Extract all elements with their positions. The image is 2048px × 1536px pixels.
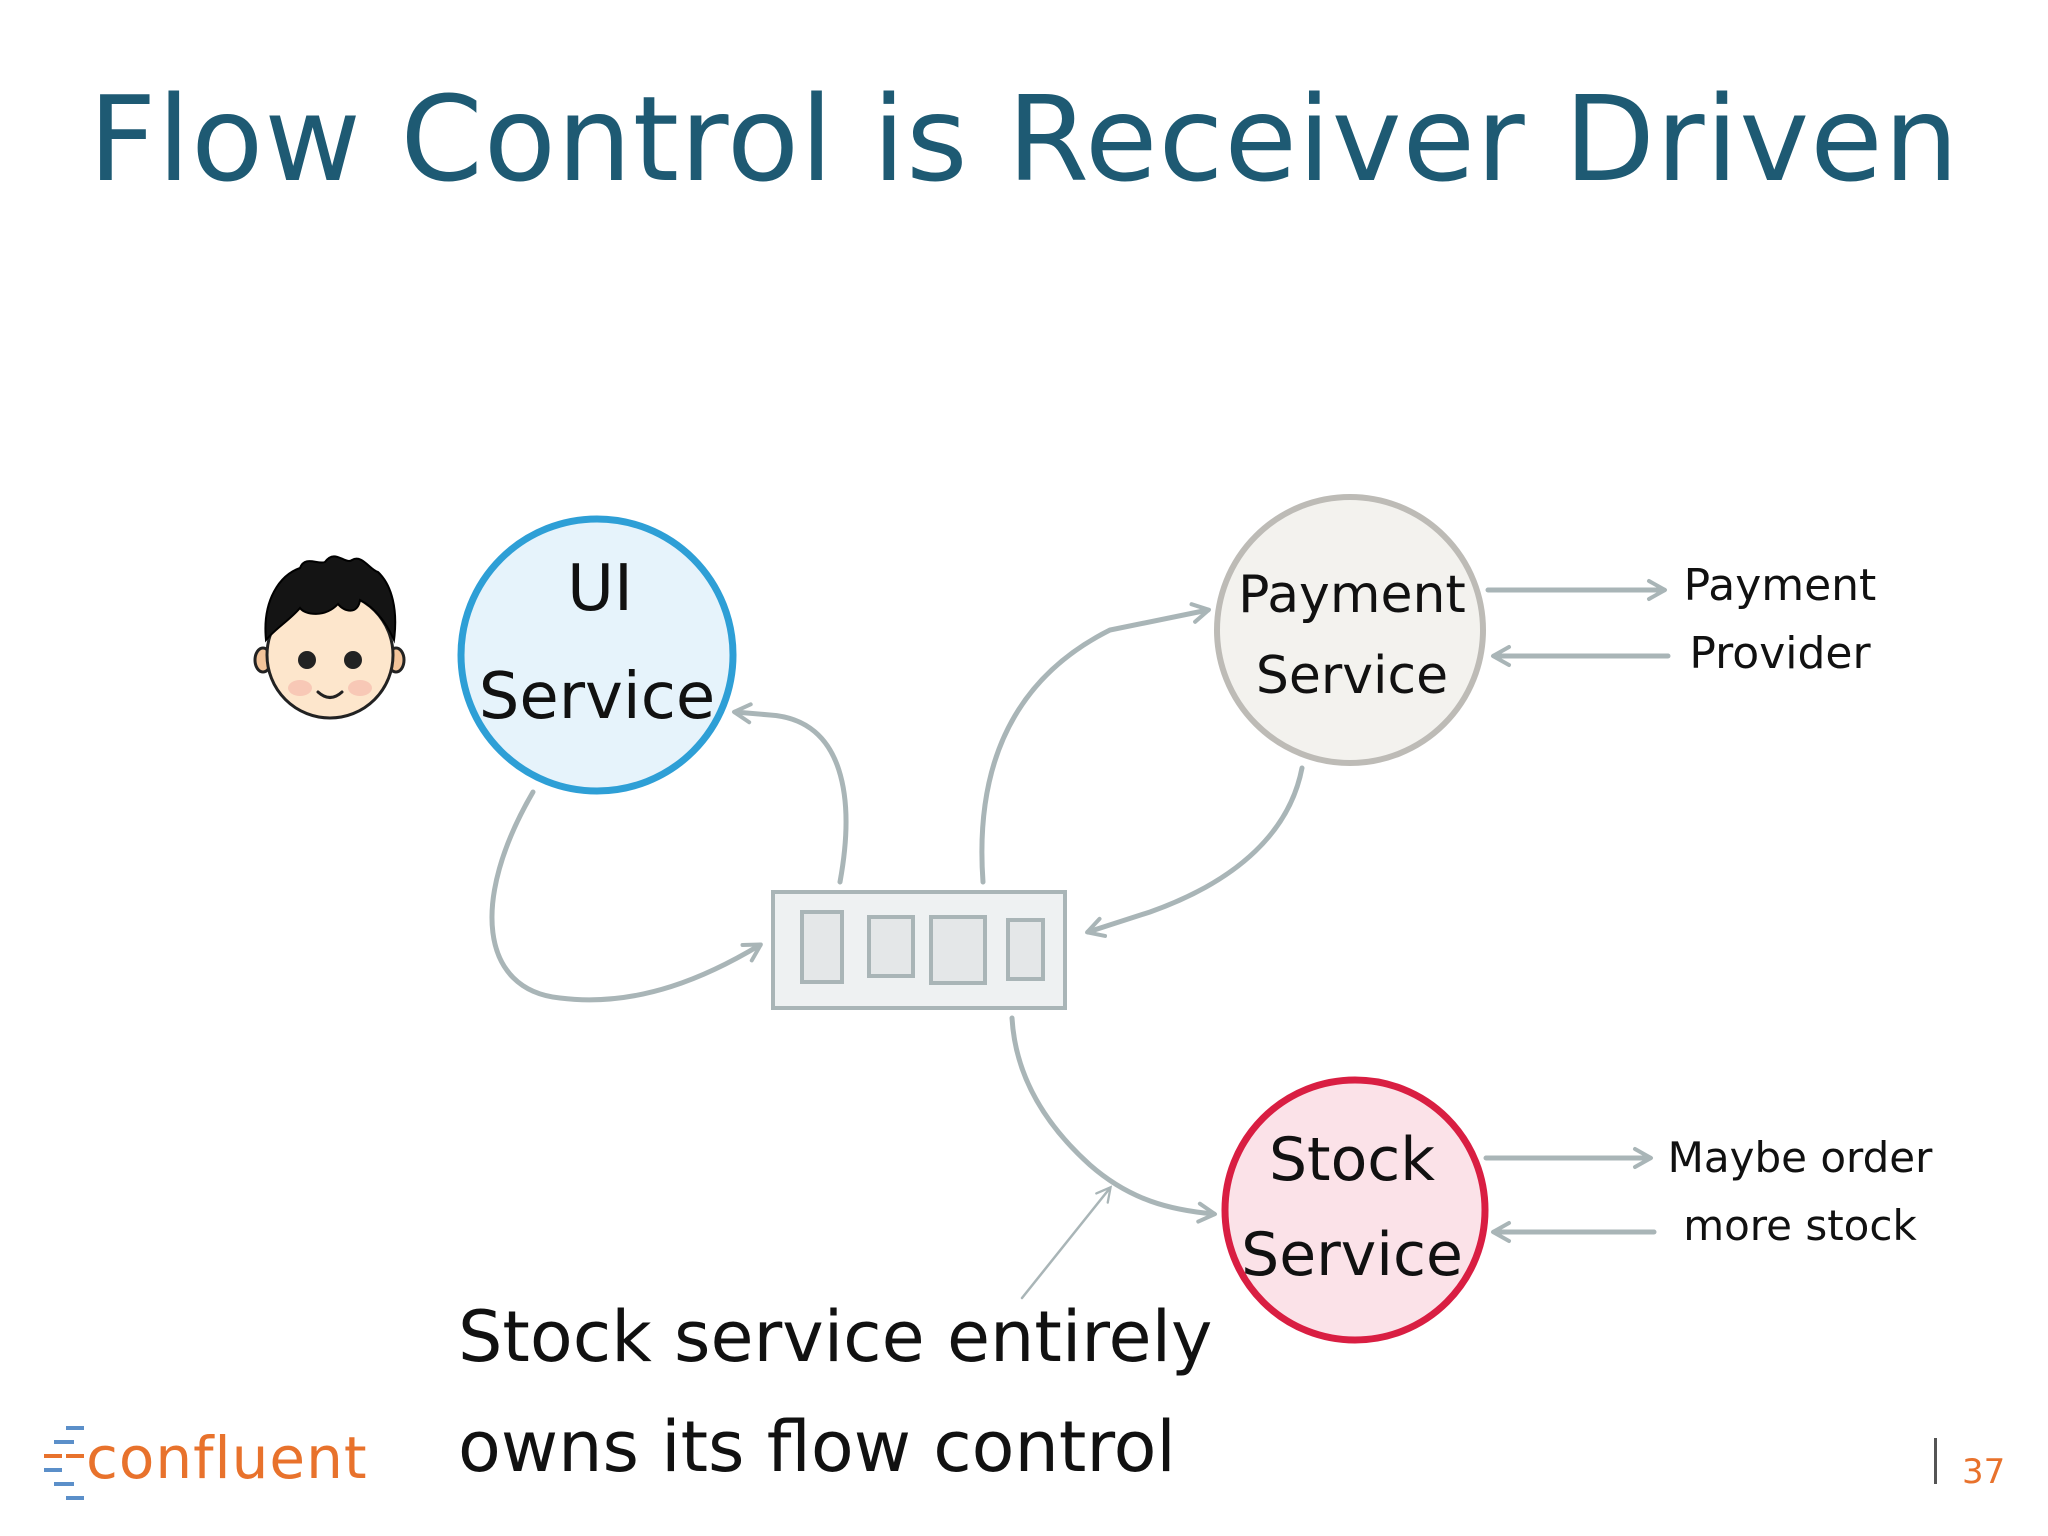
ui-service-label-1: UI (567, 552, 633, 626)
stock-order-line-2: more stock (1683, 1201, 1917, 1250)
arrow-payment-to-queue (1085, 765, 1305, 938)
flow-arrows (489, 579, 1671, 1243)
arrow-ui-to-queue (489, 789, 763, 1003)
payment-provider-line-2: Provider (1689, 628, 1871, 679)
confluent-logo-text: confluent (86, 1424, 368, 1492)
stock-service-label-1: Stock (1269, 1125, 1435, 1195)
payment-service-label-1: Payment (1238, 565, 1466, 625)
payment-service-label-2: Service (1256, 646, 1448, 706)
payment-provider-line-1: Payment (1684, 560, 1877, 611)
confluent-dash-icon (44, 1426, 84, 1500)
payment-service-node: Payment Service (1214, 494, 1486, 766)
user-avatar-icon (253, 555, 406, 720)
stock-service-label-2: Service (1241, 1220, 1463, 1290)
arrow-queue-to-payment (979, 602, 1211, 885)
slide-title: Flow Control is Receiver Driven (88, 70, 1960, 208)
payment-provider-label: Payment Provider (1684, 560, 1877, 679)
ui-service-label-2: Service (479, 660, 716, 734)
page-number: 37 (1962, 1452, 2006, 1492)
page-divider (1934, 1438, 1937, 1484)
stock-order-label: Maybe order more stock (1668, 1133, 1933, 1250)
caption-line-1: Stock service entirely (458, 1296, 1213, 1378)
confluent-logo: confluent (40, 1422, 370, 1502)
arrow-queue-to-stock (1009, 1015, 1217, 1224)
caption-line-2: owns its flow control (458, 1406, 1176, 1488)
caption-pointer-arrow (1020, 1185, 1113, 1300)
ui-service-node: UI Service (457, 515, 737, 795)
stock-order-line-1: Maybe order (1668, 1133, 1933, 1182)
message-queue-icon (771, 890, 1067, 1010)
stock-service-node: Stock Service (1221, 1076, 1489, 1344)
arrow-queue-to-ui (732, 702, 849, 885)
